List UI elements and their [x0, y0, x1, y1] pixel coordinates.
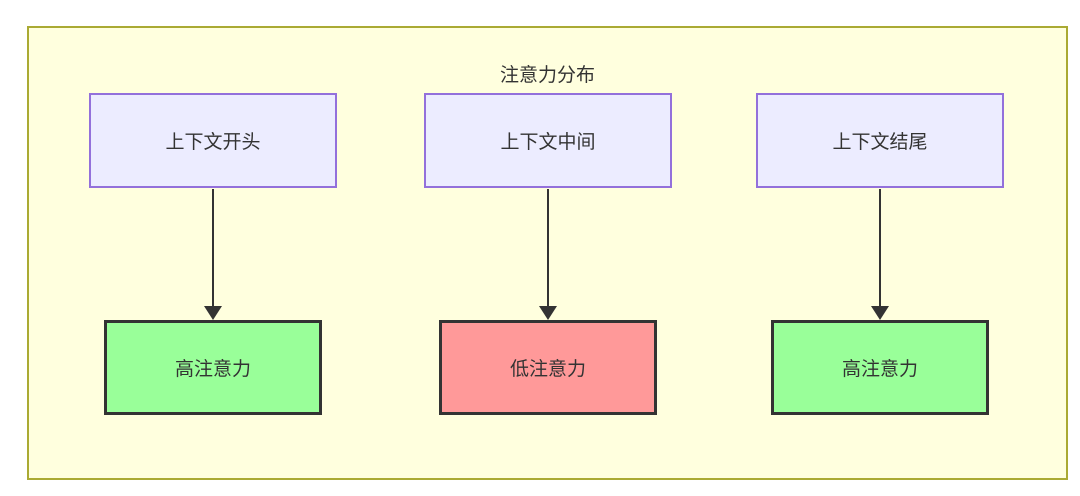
node-high-attention-2: 高注意力 [771, 320, 989, 415]
node-high-attention-1-label: 高注意力 [174, 359, 251, 380]
node-high-attention-1: 高注意力 [104, 320, 322, 415]
node-context-middle-label: 上下文中间 [500, 132, 596, 153]
node-context-start-label: 上下文开头 [165, 132, 261, 153]
node-context-start: 上下文开头 [89, 93, 337, 188]
node-context-end-label: 上下文结尾 [832, 132, 928, 153]
node-low-attention-label: 低注意力 [509, 359, 586, 380]
cluster-title: 注意力分布 [499, 65, 595, 86]
node-context-end: 上下文结尾 [756, 93, 1004, 188]
node-context-middle: 上下文中间 [424, 93, 672, 188]
node-high-attention-2-label: 高注意力 [841, 359, 918, 380]
node-low-attention: 低注意力 [439, 320, 657, 415]
